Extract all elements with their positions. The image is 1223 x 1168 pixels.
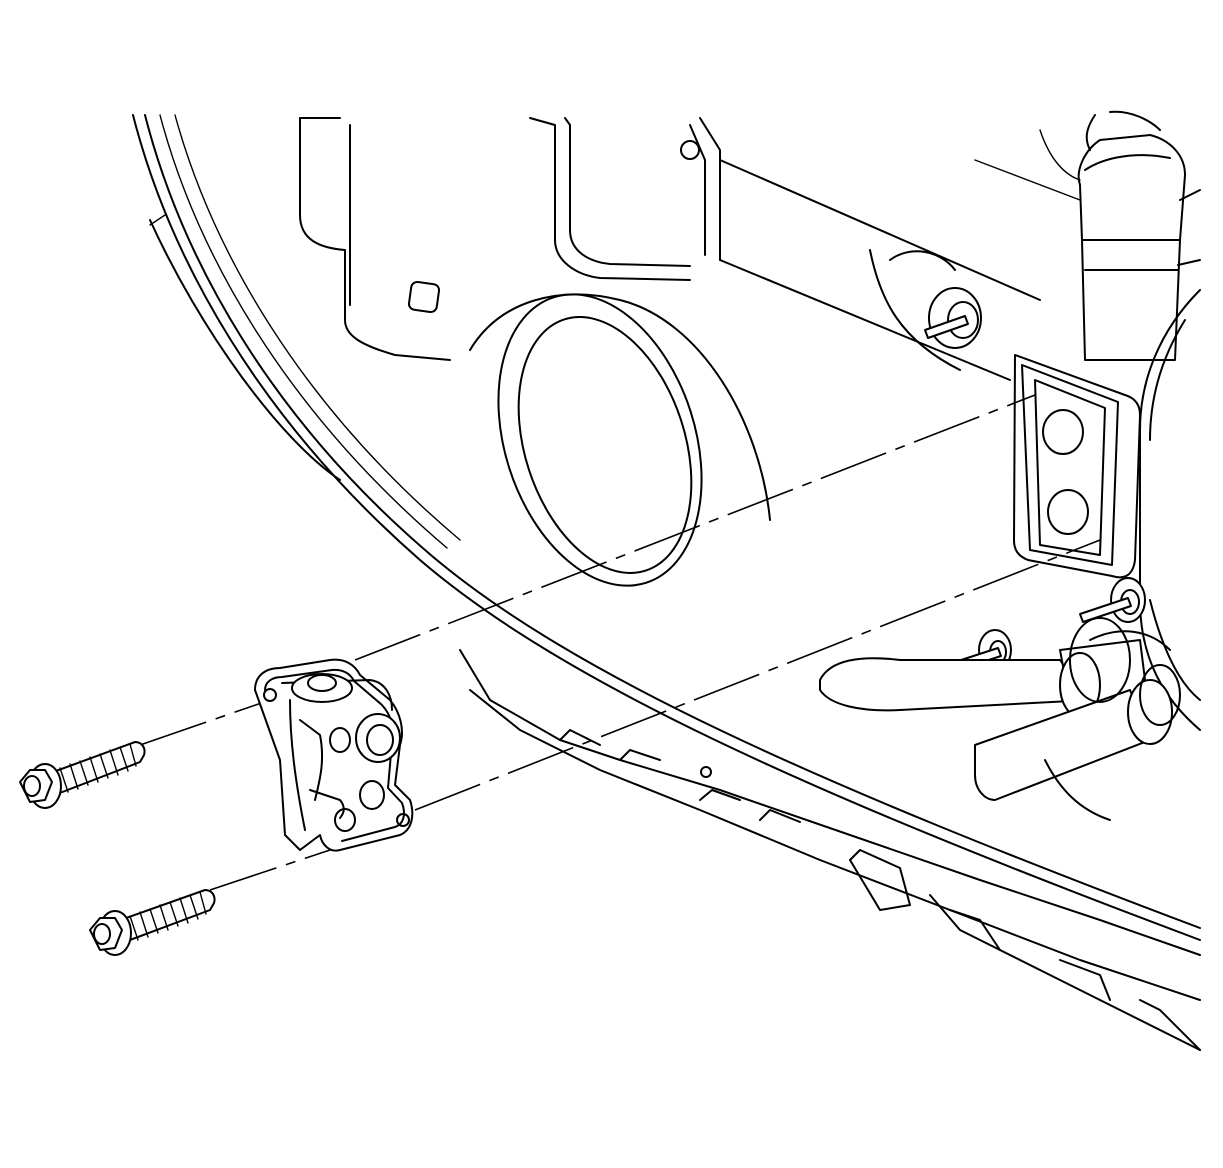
vehicle-body-panel bbox=[132, 110, 1201, 1051]
lower-bolt bbox=[89, 889, 216, 956]
mounting-studs bbox=[924, 287, 1146, 671]
upper-stud bbox=[924, 287, 982, 349]
expansion-valve bbox=[254, 658, 414, 852]
mounting-bolts bbox=[19, 741, 216, 956]
refrigerant-pipes bbox=[819, 617, 1181, 821]
lower-stud-right bbox=[1079, 577, 1146, 623]
valve-mounting-pad bbox=[1013, 354, 1141, 579]
upper-bolt bbox=[19, 741, 146, 809]
alignment-lines bbox=[139, 394, 1101, 891]
